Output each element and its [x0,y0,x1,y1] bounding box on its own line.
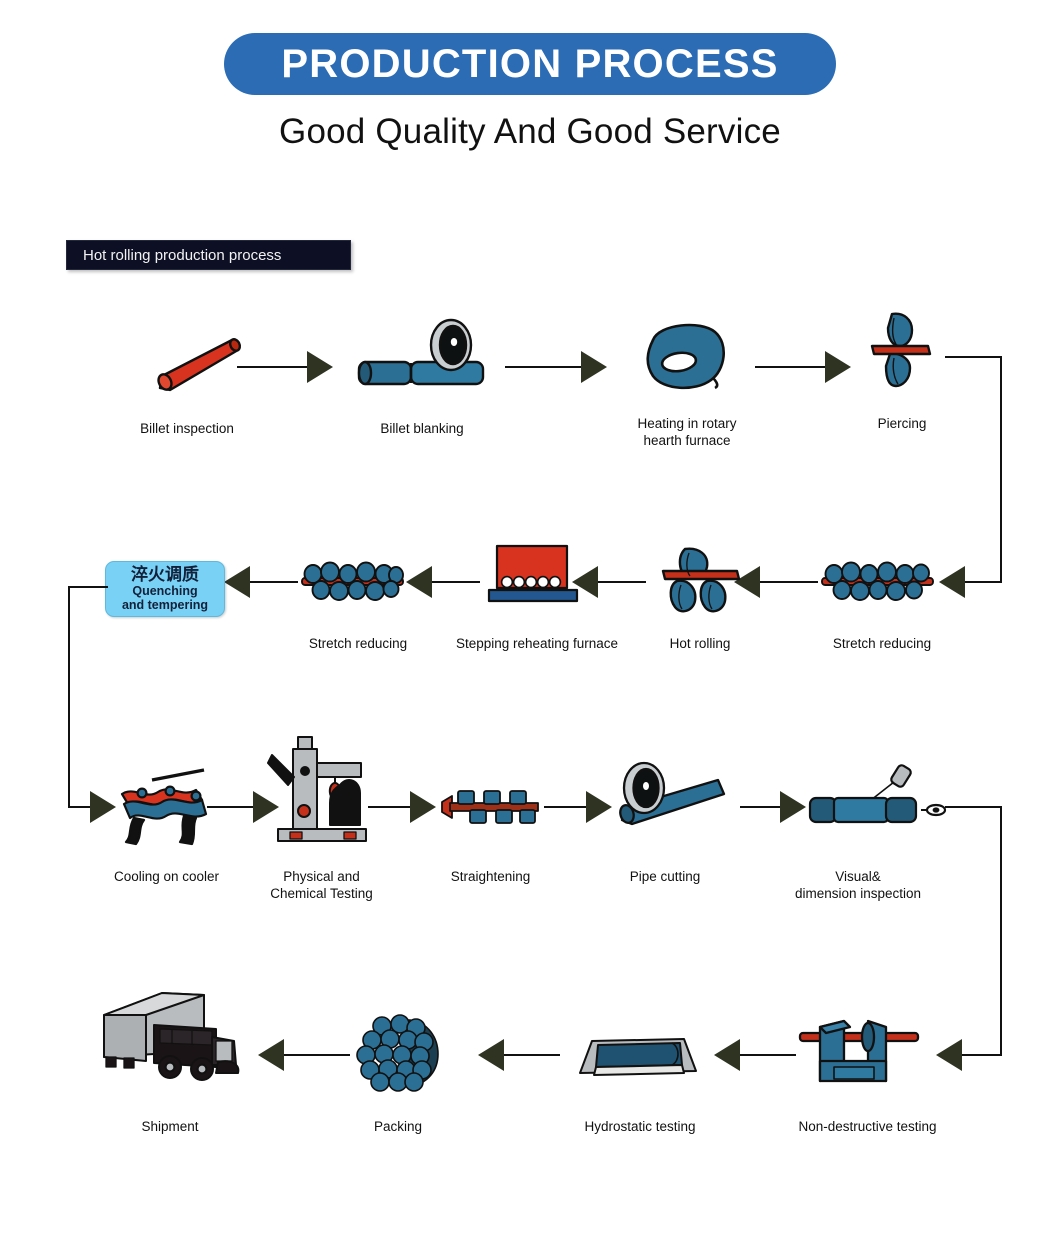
arrow-head-right [253,791,279,823]
arrow-head-right [307,351,333,383]
label-line-2: dimension inspection [794,886,922,901]
arrow-shaft [505,366,583,368]
stretch-reducing-icon [300,558,405,606]
step-label-non-destructive-testing: Non-destructive testing [798,1119,937,1134]
arrow-head-left [936,1039,962,1071]
step-label-billet-inspection: Billet inspection [140,421,234,436]
label-line-1: Heating in rotary [637,416,737,431]
arrow-shaft [755,366,827,368]
stretch-reducing-icon [820,558,935,606]
quench-label-en-2: and tempering [121,598,209,612]
connector-shaft-r2-bottom [68,806,92,808]
arrow-head-right [586,791,612,823]
arrow-shaft [368,806,412,808]
arrow-head-left [939,566,965,598]
truck-icon [100,985,240,1085]
arrow-shaft [760,581,818,583]
step-label-visual-dimension-inspection: Visual& dimension inspection [768,868,948,902]
step-label-stepping-reheating: Stepping reheating furnace [455,636,619,651]
billet-rod-icon [148,332,248,394]
hot-rolling-icon [655,545,747,617]
step-label-piercing: Piercing [877,416,927,431]
arrow-head-right [780,791,806,823]
cooling-bed-icon [112,768,217,848]
arrow-head-right [410,791,436,823]
arrow-shaft [544,806,588,808]
step-label-heating-rotary: Heating in rotary hearth furnace [607,415,767,449]
step-label-packing: Packing [373,1119,423,1134]
step-label-cooling-on-cooler: Cooling on cooler [113,869,220,884]
arrow-shaft [740,1054,796,1056]
arrow-head-right [581,351,607,383]
arrow-shaft [432,581,480,583]
connector-shaft-r3-vertical [1000,806,1002,1056]
pipe-cutting-wheel-icon [355,318,490,394]
arrow-head-left [478,1039,504,1071]
step-label-stretch-reducing-left: Stretch reducing [308,636,408,651]
pipe-cutting-icon [608,761,730,834]
arrow-shaft [250,581,298,583]
piercing-rolls-icon [868,310,938,390]
page-title-banner: PRODUCTION PROCESS [224,33,836,95]
step-label-straightening: Straightening [450,869,531,884]
quench-label-en-1: Quenching [132,584,198,598]
label-line-2: hearth furnace [643,433,731,448]
arrow-head-right [825,351,851,383]
arrow-shaft [237,366,309,368]
arrow-head-left [258,1039,284,1071]
hydrostatic-test-icon [572,1025,702,1083]
arrow-head-left [406,566,432,598]
stepping-reheating-furnace-icon [485,542,581,612]
step-label-pipe-cutting: Pipe cutting [629,869,701,884]
step-label-billet-blanking: Billet blanking [380,421,464,436]
arrow-shaft [740,806,782,808]
step-label-shipment: Shipment [141,1119,199,1134]
step-label-physical-chemical-testing: Physical and Chemical Testing [254,868,389,902]
arrow-head-left [734,566,760,598]
connector-shaft-r3-top [945,806,1002,808]
connector-shaft-r3-bottom [962,1054,1002,1056]
straightening-rolls-icon [440,784,540,832]
ndt-clamp-icon [798,1013,922,1091]
quench-label-cn: 淬火调质 [131,565,199,584]
section-tag-label: Hot rolling production process [83,246,282,264]
step-label-stretch-reducing-right: Stretch reducing [832,636,932,651]
arrow-shaft [504,1054,560,1056]
connector-shaft-r1-bottom [965,581,1002,583]
arrow-shaft [598,581,646,583]
connector-shaft-r1-top [945,356,1002,358]
step-label-hydrostatic-testing: Hydrostatic testing [584,1119,696,1134]
visual-inspection-icon [808,762,948,834]
arrow-head-left [224,566,250,598]
connector-shaft-r2-vertical [68,586,70,808]
connector-shaft-r1-vertical [1000,356,1002,583]
label-line-1: Visual& [835,869,881,884]
connector-shaft-r2-top [68,586,108,588]
arrow-head-left [714,1039,740,1071]
arrow-head-right [90,791,116,823]
section-tag: Hot rolling production process [66,240,351,270]
arrow-shaft [284,1054,350,1056]
quench-box: 淬火调质 Quenching and tempering [105,561,225,617]
label-line-1: Physical and [283,869,360,884]
rotary-hearth-furnace-icon [639,318,735,398]
pipe-bundle-icon [352,1012,444,1094]
step-label-hot-rolling: Hot rolling [669,636,731,651]
testing-machine-icon [267,733,374,845]
page-title: PRODUCTION PROCESS [281,41,779,86]
page-subtitle: Good Quality And Good Service [279,112,781,151]
label-line-2: Chemical Testing [270,886,373,901]
arrow-shaft [207,806,255,808]
